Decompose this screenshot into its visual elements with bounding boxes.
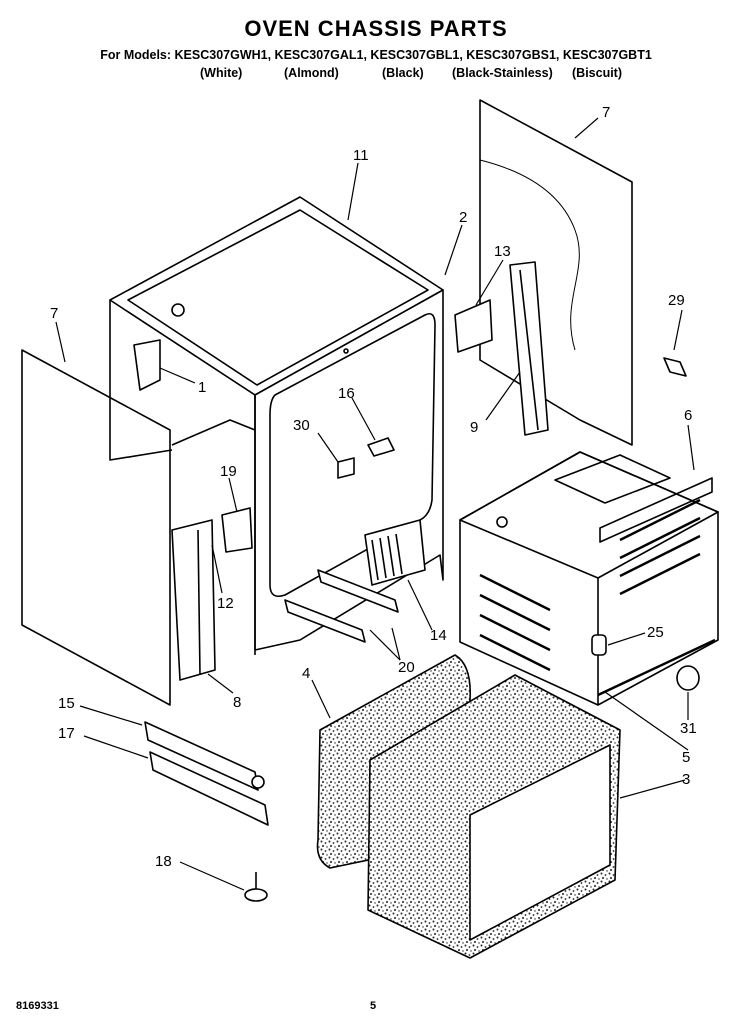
callout-3: 3: [682, 771, 690, 788]
door-rails: [144, 721, 269, 826]
callout-12: 12: [217, 595, 234, 612]
color-label-biscuit: (Biscuit): [572, 66, 622, 80]
callout-17: 17: [58, 725, 75, 742]
color-label-white: (White): [200, 66, 243, 80]
model-list: For Models: KESC307GWH1, KESC307GAL1, KE…: [100, 48, 652, 62]
knob-plug: [676, 665, 700, 691]
side-panel-left: [21, 349, 171, 706]
color-label-black-stainless: (Black-Stainless): [452, 66, 553, 80]
leveling-leg: [244, 872, 268, 902]
callout-2: 2: [459, 209, 467, 226]
callout-1: 1: [198, 379, 206, 396]
callout-5: 5: [682, 749, 690, 766]
callout-18: 18: [155, 853, 172, 870]
oven-box: [459, 451, 719, 706]
callout-14: 14: [430, 627, 447, 644]
callout-15: 15: [58, 695, 75, 712]
callout-16: 16: [338, 385, 355, 402]
slide-rails: [284, 569, 399, 643]
callout-8: 8: [233, 694, 241, 711]
color-label-black: (Black): [382, 66, 424, 80]
callout-11: 11: [353, 147, 369, 164]
page-title: OVEN CHASSIS PARTS: [244, 16, 508, 41]
bracket-and-strip: [454, 261, 549, 436]
callout-7-left: 7: [50, 305, 58, 322]
callout-7-right: 7: [602, 104, 610, 121]
callout-19: 19: [220, 463, 237, 480]
page-number: 5: [370, 1000, 377, 1012]
document-number: 8169331: [16, 1000, 59, 1012]
callout-31: 31: [680, 720, 697, 737]
vent-assembly: [364, 519, 426, 586]
callout-13: 13: [494, 243, 511, 260]
callout-6: 6: [684, 407, 692, 424]
callout-9: 9: [470, 419, 478, 436]
callout-20: 20: [398, 659, 415, 676]
insulation-blankets: [316, 654, 621, 959]
callout-29: 29: [668, 292, 685, 309]
callout-30: 30: [293, 417, 310, 434]
callout-4: 4: [302, 665, 310, 682]
control-sensor: [337, 437, 395, 479]
color-label-almond: (Almond): [284, 66, 339, 80]
small-connector: [663, 357, 687, 377]
side-panel-right: [479, 99, 633, 446]
callout-25: 25: [647, 624, 664, 641]
